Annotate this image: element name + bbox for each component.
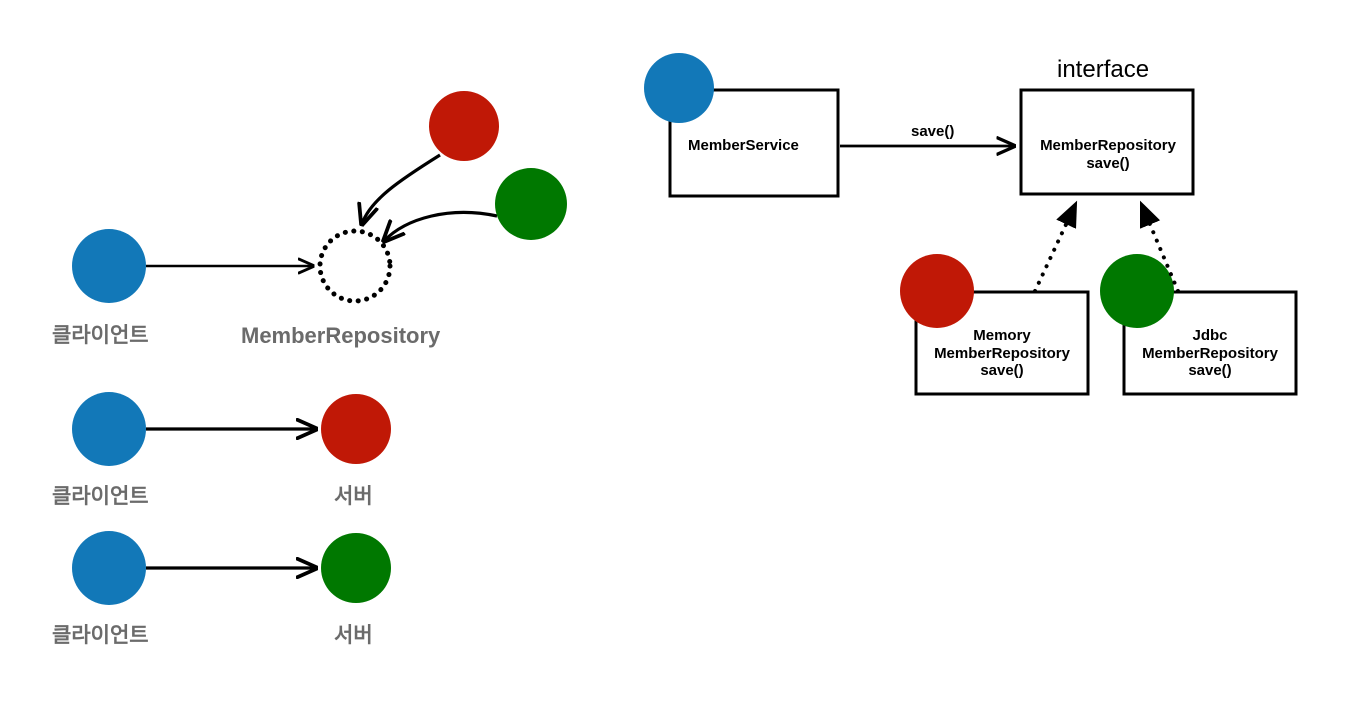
label-client-row-1: 클라이언트 [52,485,149,508]
jdbc-repository-badge-circle [1100,254,1174,328]
jdbc-box-method: save() [1188,362,1232,380]
jdbc-member-repository-box [1122,290,1298,396]
client-circle-row-1 [72,392,146,466]
interface-box-title: MemberRepository [1040,137,1176,154]
call-edge-label: save() [911,123,955,140]
server-circle-red [321,394,391,464]
jdbc-box-title-line2: MemberRepository [1142,344,1278,362]
role-placeholder-circle [317,228,393,304]
label-server-row-1: 서버 [334,485,373,508]
label-server-row-2: 서버 [334,624,373,647]
memory-repository-badge-circle [900,254,974,328]
edge-memory-implements-interface [1033,200,1078,293]
memory-box-title-line2: MemberRepository [934,344,1070,362]
interface-stereotype-label: interface [1057,56,1150,83]
jdbc-box-content: Jdbc MemberRepository save() [1126,327,1294,380]
label-member-repository-role: MemberRepository [241,323,441,348]
jdbc-box-title-line1: Jdbc [1192,327,1228,344]
member-repository-interface-box [1019,88,1195,196]
memory-box-title-line1: Memory [973,327,1031,344]
red-impl-circle-role-row [429,91,499,161]
interface-box-content: MemberRepository save() [1024,137,1192,172]
server-circle-green [321,533,391,603]
member-service-box-title: MemberService [688,137,799,154]
edge-green-impl-to-role [384,210,498,241]
label-client-row-2: 클라이언트 [52,624,149,647]
client-circle-row-2 [72,531,146,605]
member-service-badge-circle [644,53,714,123]
memory-box-method: save() [980,362,1024,380]
interface-box-method: save() [1086,154,1130,172]
memory-box-content: Memory MemberRepository save() [918,327,1086,380]
green-impl-circle-role-row [495,168,567,240]
label-client-role-row: 클라이언트 [52,324,149,347]
edge-red-impl-to-role [362,153,441,224]
client-circle-role-row [72,229,146,303]
